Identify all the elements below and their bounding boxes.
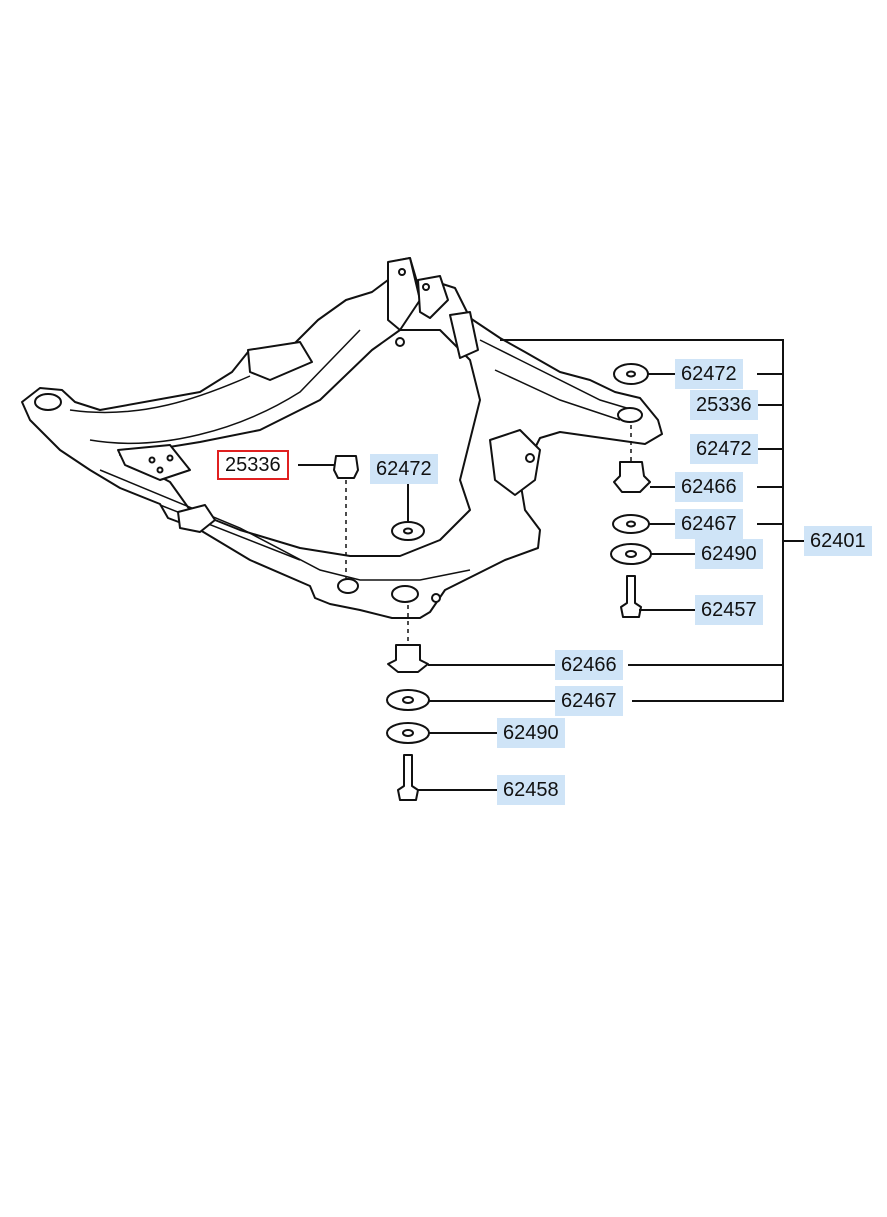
mount-62466-left[interactable]	[387, 644, 429, 673]
mount-62466-right[interactable]	[613, 461, 651, 493]
callout-62472-right[interactable]: 62472	[690, 434, 758, 464]
callout-62472-top[interactable]: 62472	[675, 359, 743, 389]
callout-62458[interactable]: 62458	[497, 775, 565, 805]
callout-62466-right[interactable]: 62466	[675, 472, 743, 502]
bolt-62457[interactable]	[620, 575, 642, 618]
callout-62490-right[interactable]: 62490	[695, 539, 763, 569]
bushing-25336-left[interactable]	[333, 455, 359, 479]
callout-62467-left[interactable]: 62467	[555, 686, 623, 716]
leader-lines	[298, 339, 804, 791]
bolt-62458[interactable]	[397, 754, 419, 801]
callout-62490-left[interactable]: 62490	[497, 718, 565, 748]
callout-62467-right[interactable]: 62467	[675, 509, 743, 539]
callout-62466-left[interactable]: 62466	[555, 650, 623, 680]
callout-62472-left[interactable]: 62472	[370, 454, 438, 484]
crossmember	[21, 257, 663, 619]
callout-62457[interactable]: 62457	[695, 595, 763, 625]
callout-25336-selected[interactable]: 25336	[217, 450, 289, 480]
callout-25336-right[interactable]: 25336	[690, 390, 758, 420]
right-hardware-stack	[610, 363, 652, 618]
left-hardware-stack	[333, 455, 430, 801]
callout-62401[interactable]: 62401	[804, 526, 872, 556]
